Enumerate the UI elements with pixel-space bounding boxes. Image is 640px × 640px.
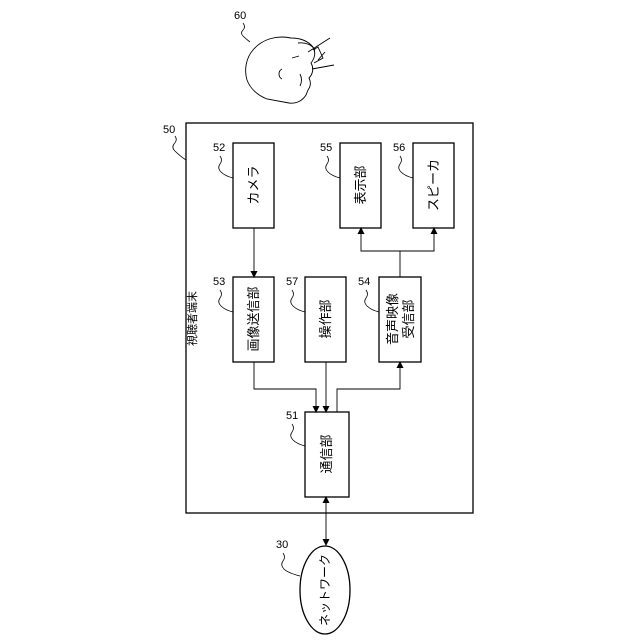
viewer-ref-number: 60: [234, 10, 246, 22]
av-rx-label-line2: 受信部: [402, 299, 417, 338]
image-tx-ref-number: 53: [213, 276, 225, 288]
display-label: 表示部: [354, 165, 369, 204]
viewer-person: 60: [234, 10, 334, 103]
network-node: ネットワーク 30: [276, 539, 350, 634]
image-tx-label: 画像送信部: [247, 286, 262, 351]
terminal-label: 視聴者端末: [185, 291, 199, 346]
speaker-label: スピーカ: [427, 159, 442, 211]
operation-ref-number: 57: [286, 276, 298, 288]
network-leader-line: [282, 553, 300, 576]
terminal-leader-line: [173, 136, 186, 160]
operation-label: 操作部: [318, 299, 334, 338]
comm-label: 通信部: [320, 434, 335, 473]
network-label: ネットワーク: [318, 554, 332, 626]
comm-ref-number: 51: [286, 410, 298, 422]
display-ref-number: 55: [320, 142, 332, 154]
av-rx-ref-number: 54: [358, 276, 370, 288]
speaker-ref-number: 56: [393, 142, 405, 154]
terminal-ref-number: 50: [163, 124, 175, 136]
av-rx-label-line1: 音声映像: [385, 293, 401, 345]
camera-label: カメラ: [247, 165, 262, 204]
viewer-leader-line: [242, 23, 251, 42]
camera-ref-number: 52: [213, 142, 225, 154]
network-ref-number: 30: [276, 539, 288, 551]
